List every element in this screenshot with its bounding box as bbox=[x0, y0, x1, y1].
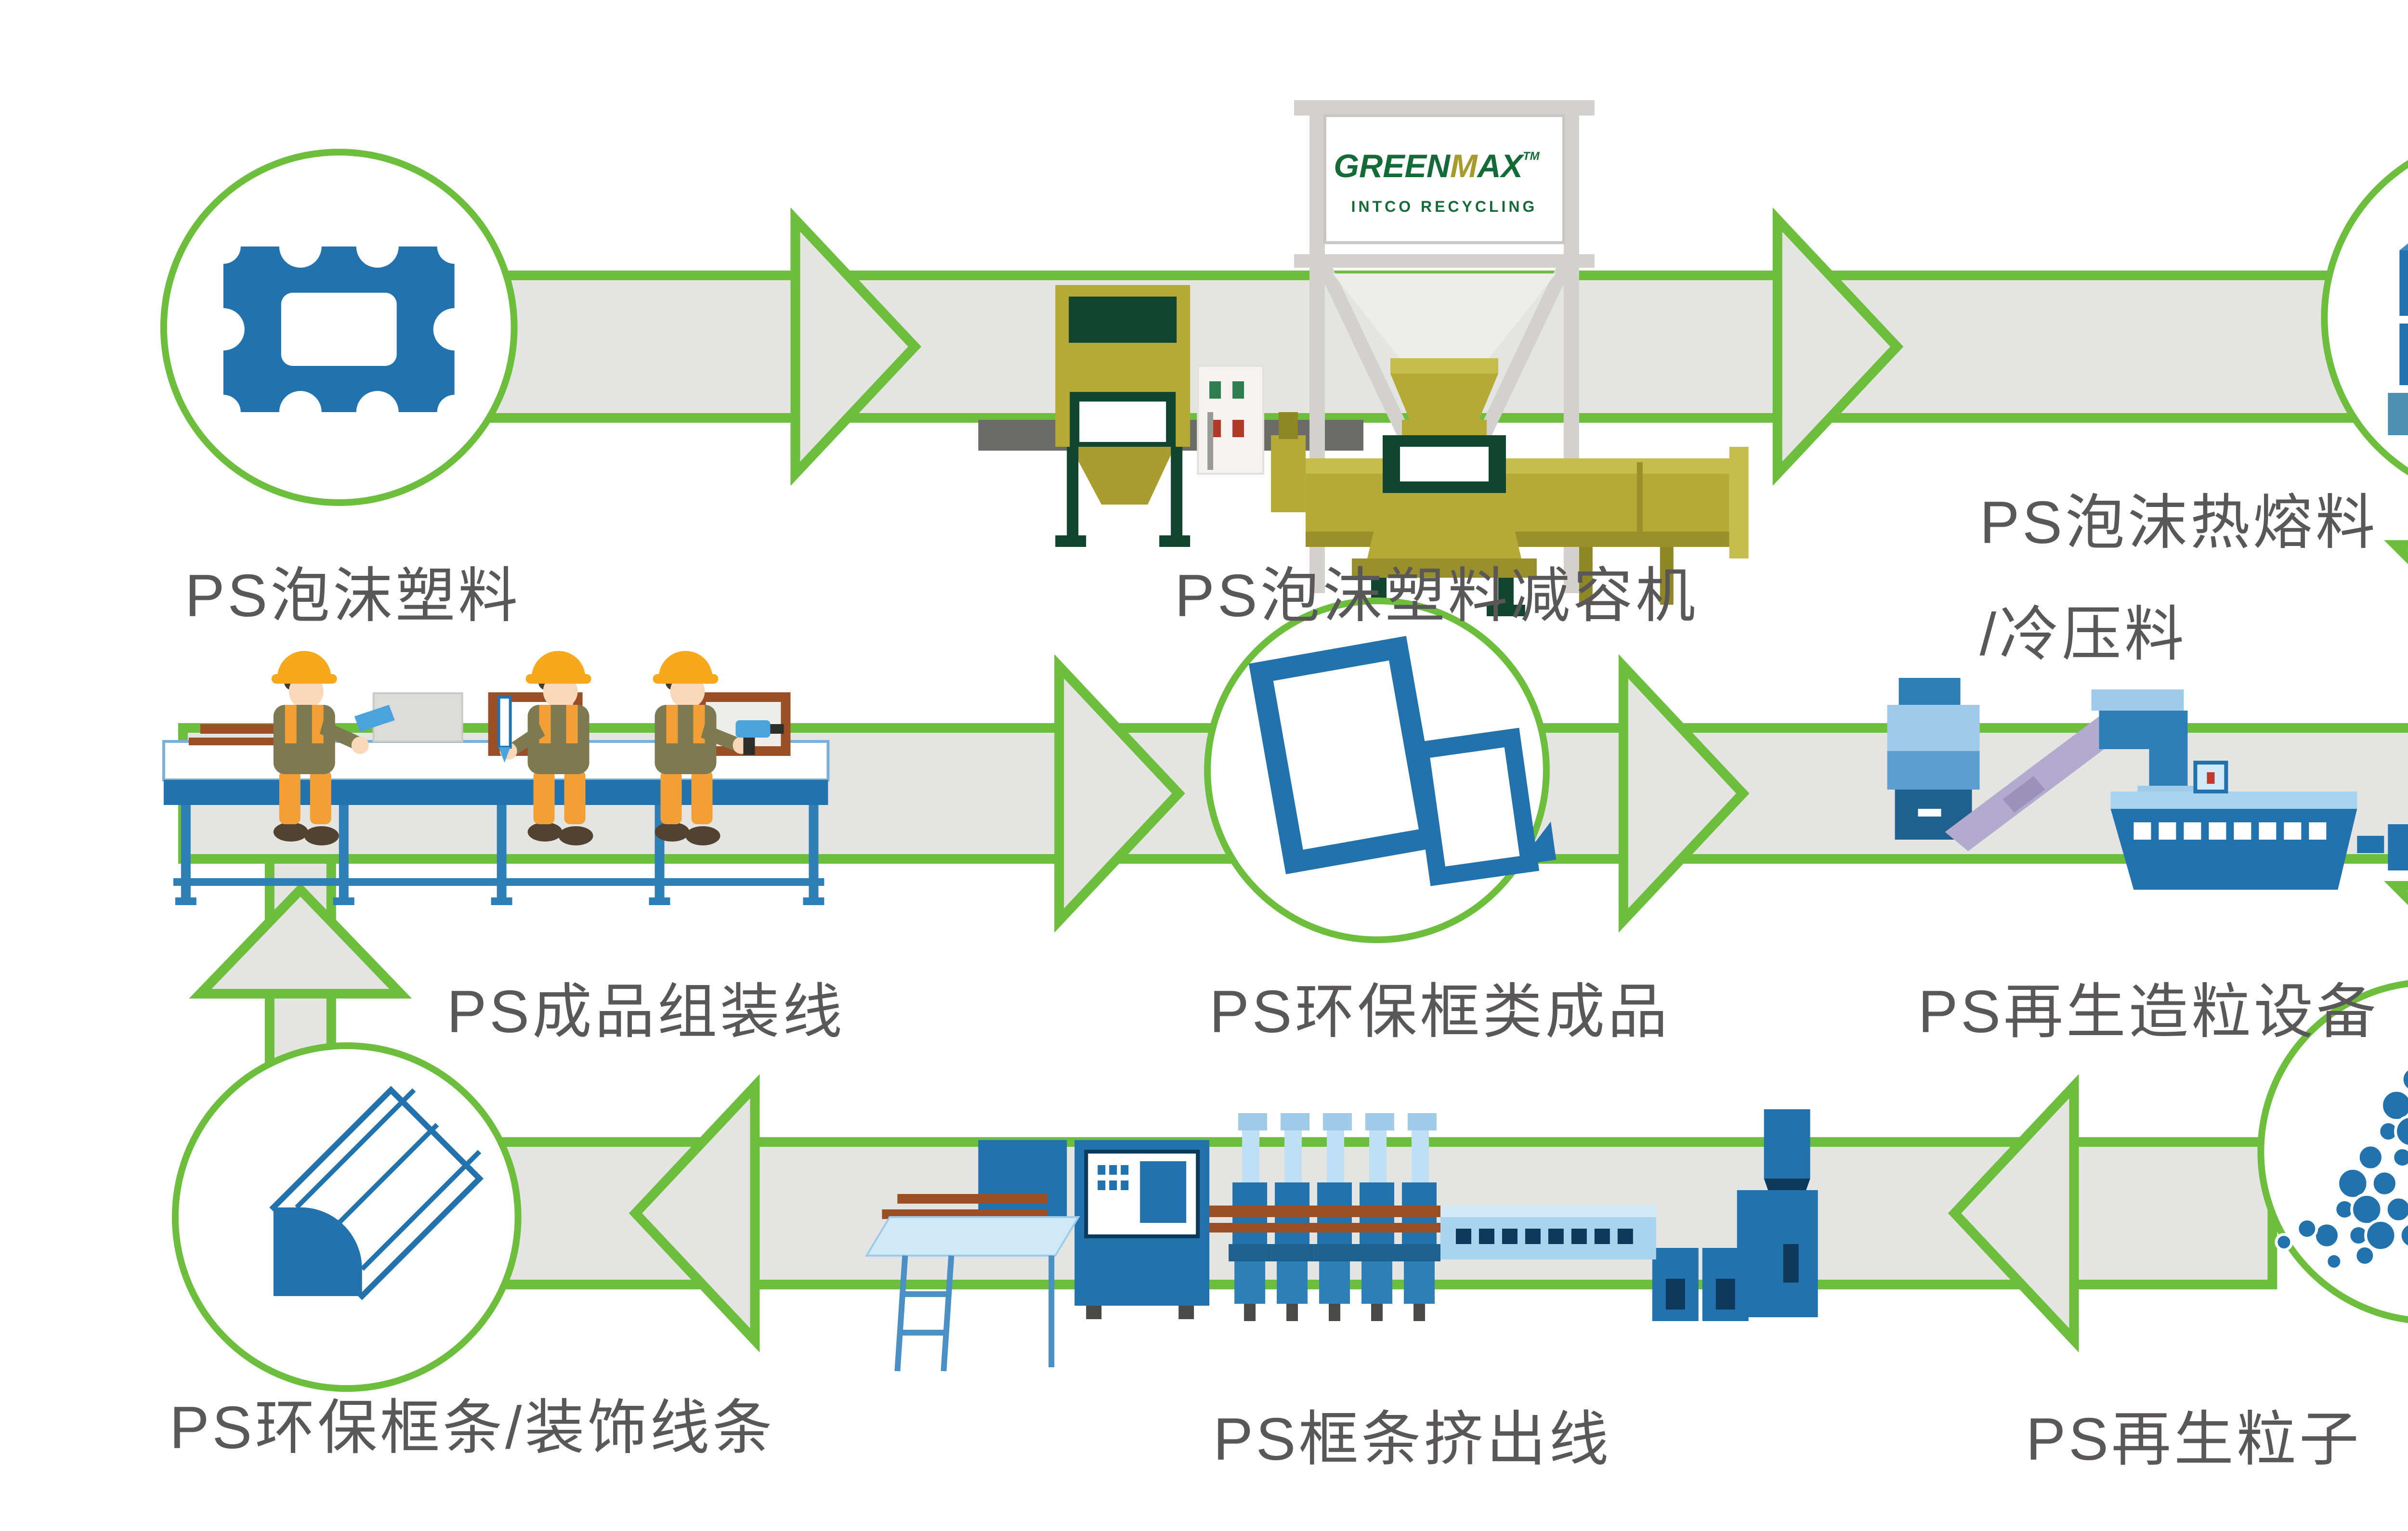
pelletizer-hopper-tower bbox=[1887, 678, 1980, 840]
label-hot-melt-line1: PS泡沫热熔料 bbox=[1979, 489, 2378, 557]
flow-arrowheads bbox=[189, 207, 2408, 1353]
extruder-feeder bbox=[1737, 1109, 1818, 1317]
label-assembly: PS成品组装线 bbox=[446, 978, 845, 1046]
foam-block-icon bbox=[202, 225, 476, 433]
cooling-conveyor bbox=[1440, 1206, 1656, 1259]
node-ps-foam bbox=[160, 149, 518, 506]
arrow-right-icon bbox=[790, 207, 922, 486]
node-pellets bbox=[2257, 980, 2408, 1323]
pellet-pile-icon bbox=[2275, 1067, 2408, 1271]
pelletizer-pipe bbox=[2091, 689, 2199, 803]
machine-frame bbox=[1294, 100, 1595, 593]
molding-strip bbox=[1167, 1223, 1440, 1233]
photo-frames-icon bbox=[1248, 636, 1557, 886]
label-frame-products: PS环保框类成品 bbox=[1209, 978, 1671, 1046]
ingot-pallet-icon bbox=[2388, 243, 2408, 435]
arrow-right-icon bbox=[1054, 654, 1185, 933]
label-hot-melt: PS泡沫热熔料 /冷压料 bbox=[1980, 474, 2378, 672]
label-pelletizer: PS再生造粒设备 bbox=[1918, 978, 2379, 1046]
node-hot-melt bbox=[2321, 160, 2408, 476]
molding-profile-icon bbox=[269, 1086, 484, 1300]
label-hot-melt-line2: /冷压料 bbox=[1979, 601, 2187, 668]
hard-hat-icon bbox=[658, 651, 713, 678]
arrow-up-icon bbox=[189, 882, 412, 999]
hard-hat-icon bbox=[277, 651, 331, 678]
worker bbox=[497, 651, 593, 845]
greenmax-logo: GREENMAXTM bbox=[1334, 148, 1540, 184]
control-panel bbox=[1197, 365, 1265, 475]
arrow-left-icon bbox=[628, 1074, 760, 1353]
greenmax-subtitle: INTCO RECYCLING bbox=[1351, 198, 1538, 215]
worker bbox=[271, 651, 395, 845]
arrow-right-icon bbox=[1772, 207, 1904, 486]
compactor-crusher-unit bbox=[1055, 285, 1191, 547]
extrusion-machine bbox=[864, 1109, 1818, 1372]
greenmax-banner: GREENMAXTM INTCO RECYCLING bbox=[1323, 114, 1565, 244]
assembly-line bbox=[162, 651, 830, 905]
node-moldings bbox=[171, 1042, 522, 1392]
compactor-main-body bbox=[1352, 358, 1537, 616]
extrusion-control-cabinet bbox=[1074, 1140, 1210, 1319]
pelletizer-machine bbox=[1887, 678, 2408, 890]
output-table bbox=[864, 1140, 1080, 1372]
label-compactor: PS泡沫塑料减容机 bbox=[1175, 562, 1699, 630]
worker bbox=[653, 651, 784, 845]
hard-hat-icon bbox=[531, 651, 586, 678]
compactor-machine: GREENMAXTM INTCO RECYCLING bbox=[978, 100, 1749, 616]
label-pellets: PS再生粒子 bbox=[2026, 1406, 2362, 1473]
arrow-down-icon bbox=[2384, 881, 2408, 905]
arrow-left-icon bbox=[1948, 1074, 2079, 1353]
pelletizer-extruder bbox=[2110, 761, 2408, 890]
drill-icon bbox=[735, 720, 784, 755]
node-frame-products bbox=[1204, 597, 1557, 943]
arrow-down-icon bbox=[2384, 540, 2408, 564]
arrow-right-icon bbox=[1618, 654, 1750, 933]
label-ps-foam: PS泡沫塑料 bbox=[184, 562, 521, 630]
glue-gun-icon bbox=[354, 705, 395, 732]
label-extrusion: PS框条挤出线 bbox=[1213, 1406, 1612, 1473]
label-moldings: PS环保框条/装饰线条 bbox=[169, 1394, 775, 1462]
glue-pen-icon bbox=[497, 696, 512, 763]
